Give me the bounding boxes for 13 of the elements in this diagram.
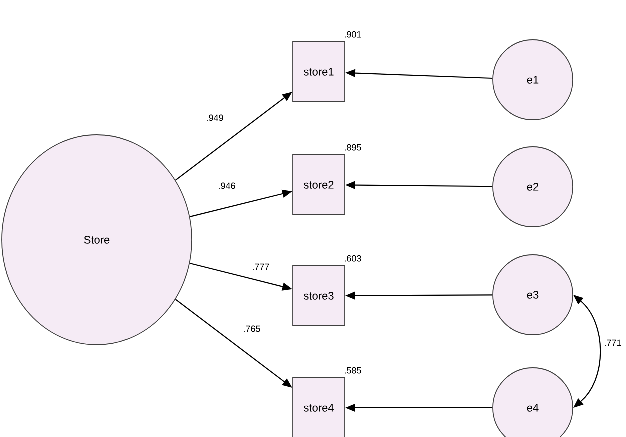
observed-box: store3 (292, 266, 346, 326)
r-squared-value: .585 (345, 367, 362, 374)
observed-box: store2 (292, 154, 346, 216)
r-squared-value: .603 (345, 255, 362, 262)
edge-label: .765 (244, 326, 260, 332)
observed-box: store4 (292, 378, 346, 437)
edge-label: .771 (605, 340, 622, 346)
edge-label: .946 (219, 182, 236, 190)
r-squared-value: .901 (345, 31, 362, 38)
r-squared-value: .895 (345, 144, 362, 151)
observed-box: store1 (292, 42, 346, 102)
edge-label: .777 (253, 264, 270, 270)
edge-label: .949 (207, 114, 224, 122)
